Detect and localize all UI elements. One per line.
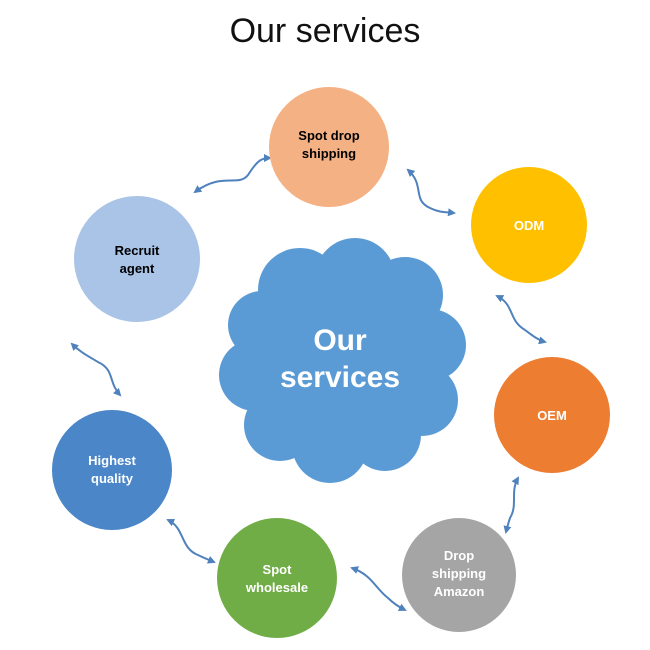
node-label-line: agent (120, 261, 155, 276)
center-cloud: Our services (219, 238, 466, 483)
service-nodes: Spot drop shipping ODM OEM Drop shipping… (52, 87, 610, 638)
node-label-line: shipping (432, 566, 486, 581)
node-label-line: Recruit (115, 243, 160, 258)
node-oem: OEM (494, 357, 610, 473)
node-label-line: ODM (514, 218, 544, 233)
node-label-line: Drop (444, 548, 474, 563)
node-recruit-agent: Recruit agent (74, 196, 200, 322)
node-label-line: wholesale (245, 580, 308, 595)
node-label-line: Highest (88, 453, 136, 468)
node-highest-quality: Highest quality (52, 410, 172, 530)
connector-spotdrop-odm (406, 168, 456, 217)
connector-wholesale-quality (166, 518, 216, 564)
connector-recruit-spotdrop (193, 154, 272, 194)
node-label-line: Spot (263, 562, 293, 577)
connector-amazon-wholesale (350, 566, 407, 611)
node-label-line: OEM (537, 408, 567, 423)
center-label-line-1: Our (313, 324, 367, 357)
connector-oem-amazon (503, 476, 519, 534)
node-label-line: shipping (302, 146, 356, 161)
node-label-line: Amazon (434, 584, 485, 599)
node-spot-wholesale: Spot wholesale (217, 518, 337, 638)
diagram-title: Our services (229, 12, 421, 50)
node-odm: ODM (471, 167, 587, 283)
node-label-line: Spot drop (298, 128, 359, 143)
center-label-line-2: services (280, 361, 400, 394)
connector-odm-oem (495, 295, 547, 345)
connectors (70, 154, 547, 611)
node-drop-shipping-amazon: Drop shipping Amazon (402, 518, 516, 632)
connector-quality-recruit (70, 342, 122, 397)
node-spot-drop-shipping: Spot drop shipping (269, 87, 389, 207)
node-label-line: quality (91, 471, 134, 486)
cloud-shape (219, 238, 466, 483)
